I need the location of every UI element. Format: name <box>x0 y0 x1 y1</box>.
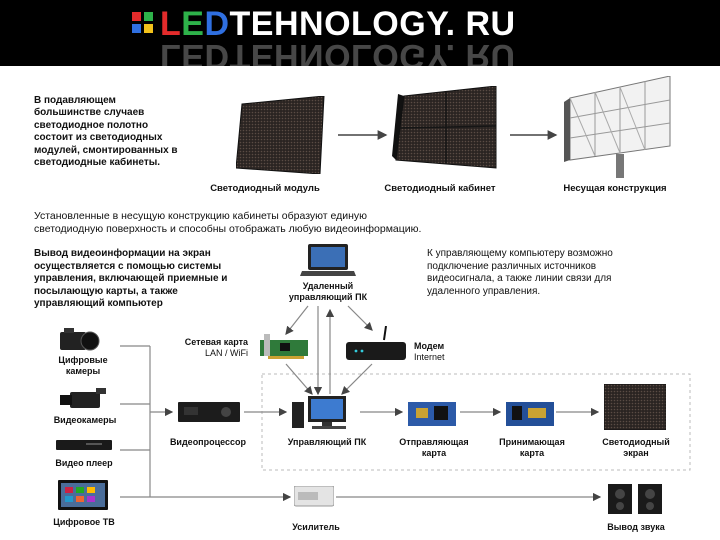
receiving-card-label: Принимающая карта <box>492 437 572 459</box>
speaker-icon <box>608 484 664 514</box>
led-screen-icon <box>604 384 666 430</box>
amplifier-icon <box>294 486 334 508</box>
video-player-icon <box>56 438 112 452</box>
sound-output-label: Вывод звука <box>594 522 678 533</box>
modem-icon <box>346 326 408 362</box>
source-video-cameras: Видеокамеры <box>48 415 122 426</box>
source-digital-cameras: Цифровые камеры <box>50 355 116 377</box>
video-camera-icon <box>60 388 108 410</box>
video-processor-label: Видеопроцессор <box>160 437 256 448</box>
receiving-card-icon <box>506 400 556 428</box>
control-pc-label: Управляющий ПК <box>282 437 372 448</box>
laptop-icon <box>300 244 356 278</box>
sending-card-label: Отправляющая карта <box>394 437 474 459</box>
digital-tv-icon <box>58 480 108 514</box>
video-processor-icon <box>178 402 240 424</box>
network-card-icon <box>260 334 310 362</box>
remote-pc-label: Удаленный управляющий ПК <box>280 281 376 303</box>
digital-camera-icon <box>60 328 100 352</box>
source-digital-tv: Цифровое ТВ <box>44 517 124 528</box>
amplifier-label: Усилитель <box>280 522 352 533</box>
led-screen-label: Светодиодный экран <box>590 437 682 459</box>
source-video-player: Видео плеер <box>46 458 122 469</box>
sending-card-icon <box>408 400 458 428</box>
control-pc-icon <box>292 396 358 430</box>
